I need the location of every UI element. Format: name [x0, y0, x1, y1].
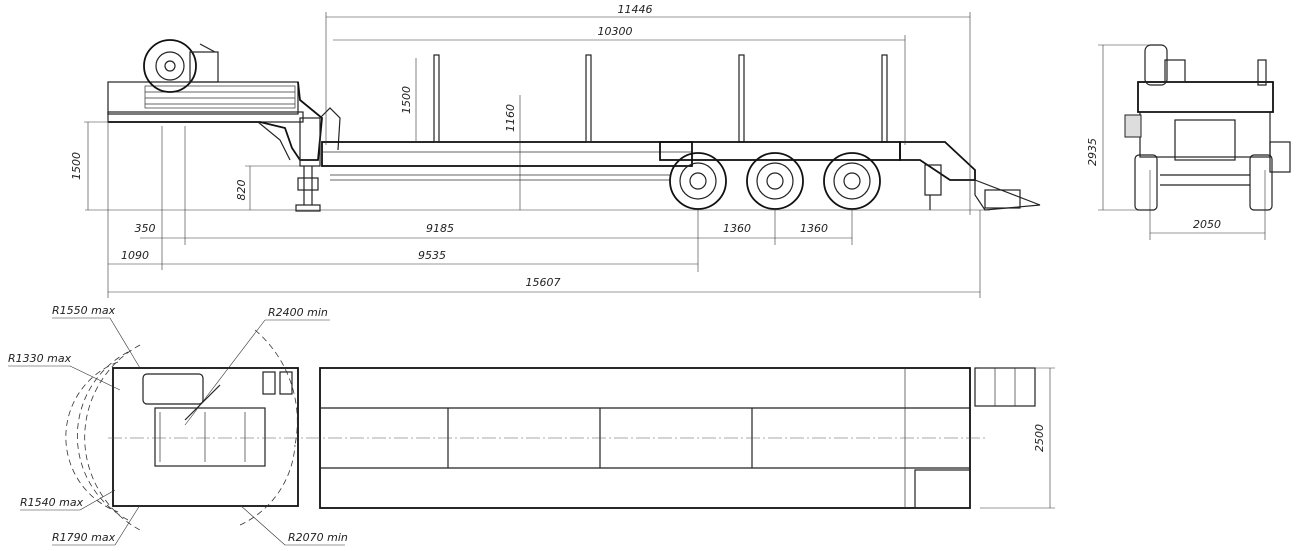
dim-wheelbase-main: 9185	[426, 222, 454, 235]
side-view: 11446 10300 1500 1160 1500 820 350 9185 …	[70, 3, 1041, 298]
dim-deck-height: 820	[235, 180, 248, 201]
label-r1330: R1330 max	[8, 352, 72, 365]
dim-coupling-height: 1500	[70, 152, 83, 180]
rear-view: 2935 2050	[1086, 44, 1291, 240]
dim-overall-length: 15607	[526, 276, 561, 289]
dim-stake-height-2: 1160	[504, 104, 517, 132]
dim-rear-height: 2935	[1086, 138, 1099, 166]
wheels	[669, 152, 881, 210]
label-r1550: R1550 max	[52, 304, 116, 317]
label-r1540: R1540 max	[20, 496, 84, 509]
dim-axle-spacing-2: 1360	[800, 222, 828, 235]
dim-axle-spacing-1: 1360	[723, 222, 751, 235]
stakes	[433, 54, 888, 143]
dim-overall-top: 11446	[618, 3, 653, 16]
dim-track: 2050	[1193, 218, 1221, 231]
spare-wheel	[143, 39, 219, 93]
dim-front-overhang: 1090	[121, 249, 149, 262]
dim-width: 2500	[1033, 424, 1046, 452]
dim-deck-length: 10300	[598, 25, 633, 38]
dim-stake-height: 1500	[400, 86, 413, 114]
dim-kingpin-to-axle: 9535	[418, 249, 446, 262]
label-r2070: R2070 min	[288, 531, 348, 544]
top-view: 2500 R1550 max R1330 max R2400 min R1540…	[8, 304, 1055, 546]
label-r1790: R1790 max	[52, 531, 116, 544]
label-r2400: R2400 min	[268, 306, 328, 319]
dim-kingpin-offset: 350	[135, 222, 156, 235]
